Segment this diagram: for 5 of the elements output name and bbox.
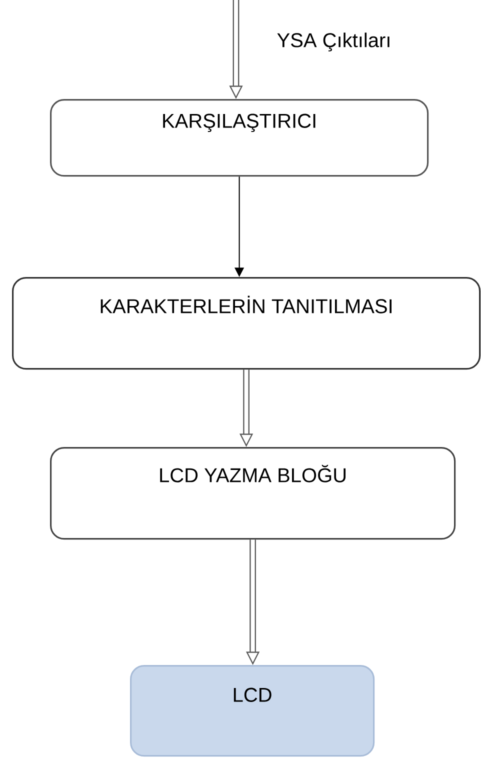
display-box: LCD [130, 665, 375, 757]
process-box: KARAKTERLERİN TANITILMASI [12, 277, 481, 370]
process-box: LCD YAZMA BLOĞU [50, 447, 456, 540]
edge-label: YSA Çıktıları [275, 31, 393, 53]
process-box: KARŞILAŞTIRICI [50, 99, 429, 177]
